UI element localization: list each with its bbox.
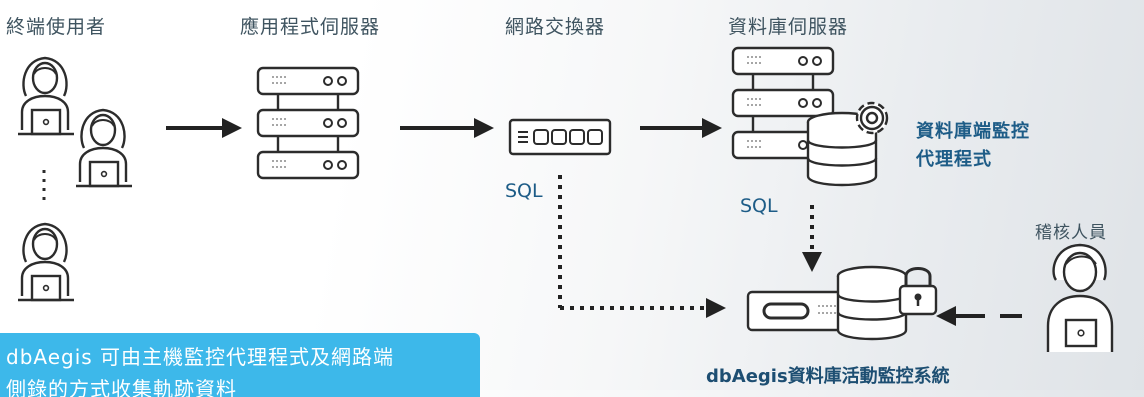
sql-db-label: SQL (740, 195, 778, 217)
app-server-label: 應用程式伺服器 (240, 16, 381, 38)
user-icon (16, 56, 134, 302)
auditor-label: 稽核人員 (1035, 223, 1107, 243)
sql-switch-label: SQL (505, 180, 543, 202)
end-users-label: 終端使用者 (6, 16, 107, 38)
database-icon (836, 265, 908, 341)
network-switch-label: 網路交換器 (505, 16, 606, 38)
callout-line1: dbAegis 可由主機監控代理程式及網路端 (6, 345, 395, 369)
agent-label: 資料庫端監控 代理程式 (916, 118, 1030, 174)
appliance-icon (746, 290, 850, 332)
lock-icon (898, 267, 938, 316)
agent-label-line2: 代理程式 (916, 149, 992, 170)
gear-icon (855, 101, 889, 135)
user-icon (1046, 243, 1114, 352)
system-name-label: dbAegis資料庫活動監控系統 (706, 366, 950, 387)
sniffer-path (558, 175, 726, 318)
network-switch-icon (508, 118, 612, 156)
server-rack-icon (256, 66, 360, 180)
db-server-label: 資料庫伺服器 (728, 16, 849, 38)
info-callout: dbAegis 可由主機監控代理程式及網路端 側錄的方式收集軌跡資料 (0, 333, 480, 397)
agent-label-line1: 資料庫端監控 (916, 121, 1030, 142)
